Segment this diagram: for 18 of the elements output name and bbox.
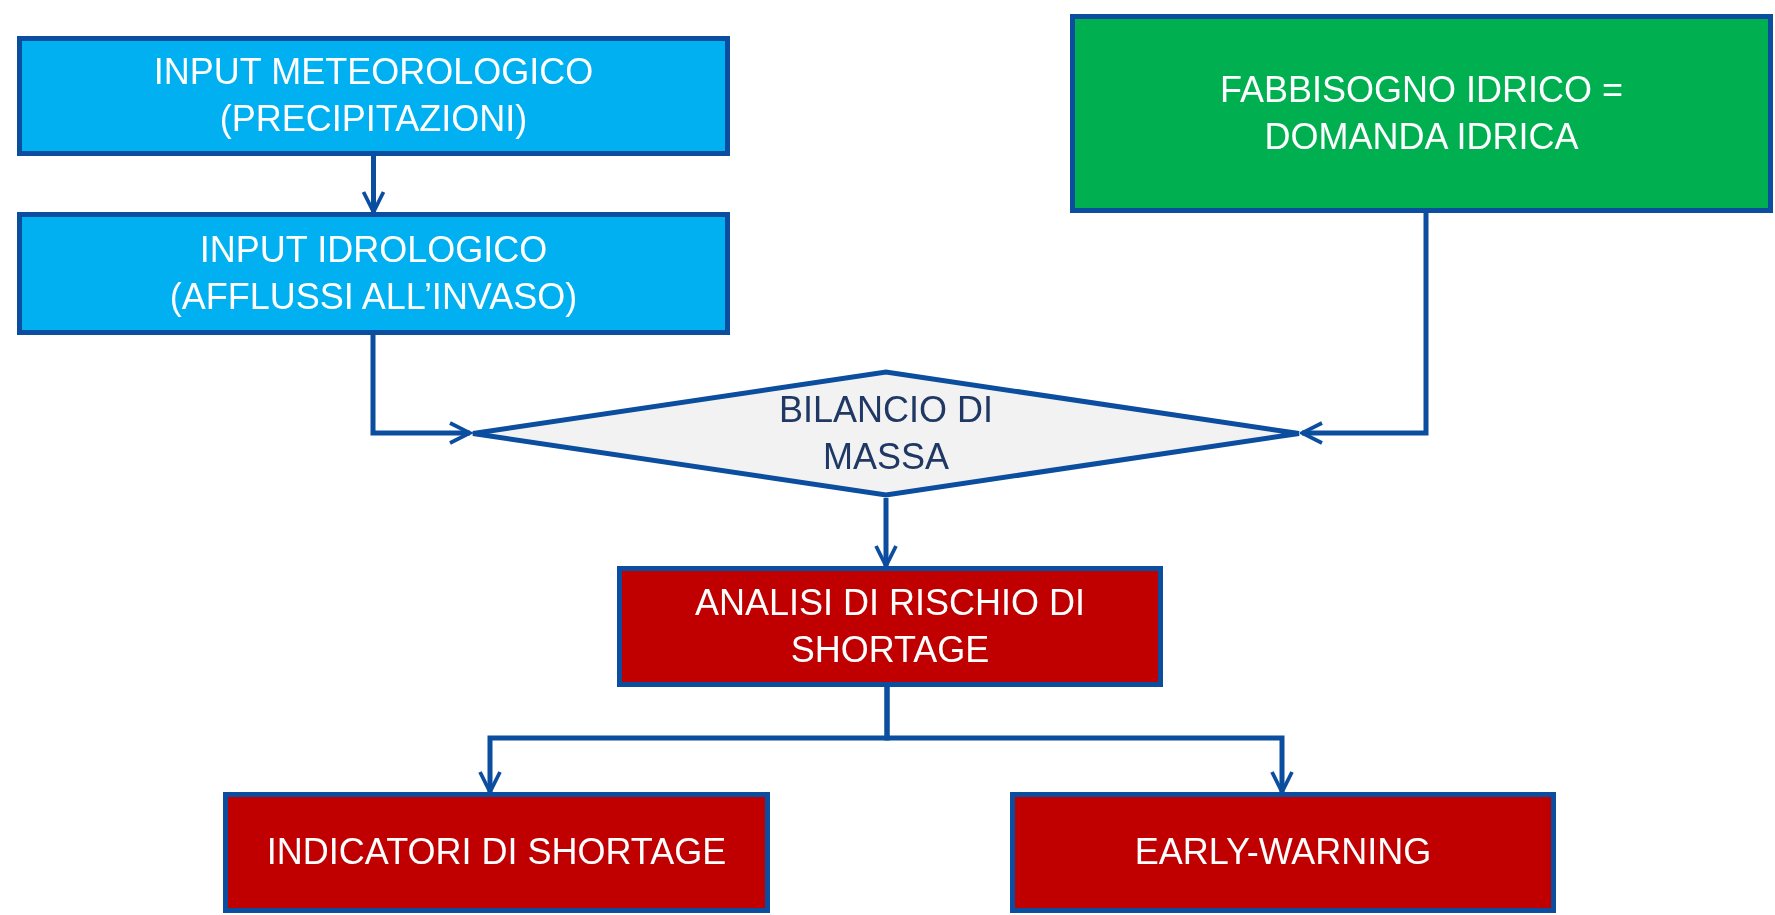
arrow xyxy=(370,335,472,445)
box-label: EARLY-WARNING xyxy=(1134,830,1432,875)
process-box xyxy=(17,212,730,335)
arrow xyxy=(361,156,386,214)
box-label: BILANCIO DI MASSA xyxy=(777,387,995,479)
box-label: FABBISOGNO IDRICO = DOMANDA IDRICA xyxy=(1218,67,1625,159)
arrow xyxy=(884,687,1294,794)
box-label: INPUT IDROLOGICO (AFFLUSSI ALL’INVASO) xyxy=(168,227,579,319)
process-box xyxy=(1010,792,1556,913)
box-label: ANALISI DI RISCHIO DI SHORTAGE xyxy=(693,580,1087,672)
arrow xyxy=(874,498,898,568)
arrow xyxy=(1300,213,1429,445)
box-label: INPUT METEOROLOGICO (PRECIPITAZIONI) xyxy=(152,50,595,141)
process-box xyxy=(17,36,730,156)
process-box xyxy=(223,792,770,913)
box-label: INDICATORI DI SHORTAGE xyxy=(266,830,727,875)
process-box xyxy=(1070,14,1773,213)
process-box xyxy=(617,566,1163,687)
